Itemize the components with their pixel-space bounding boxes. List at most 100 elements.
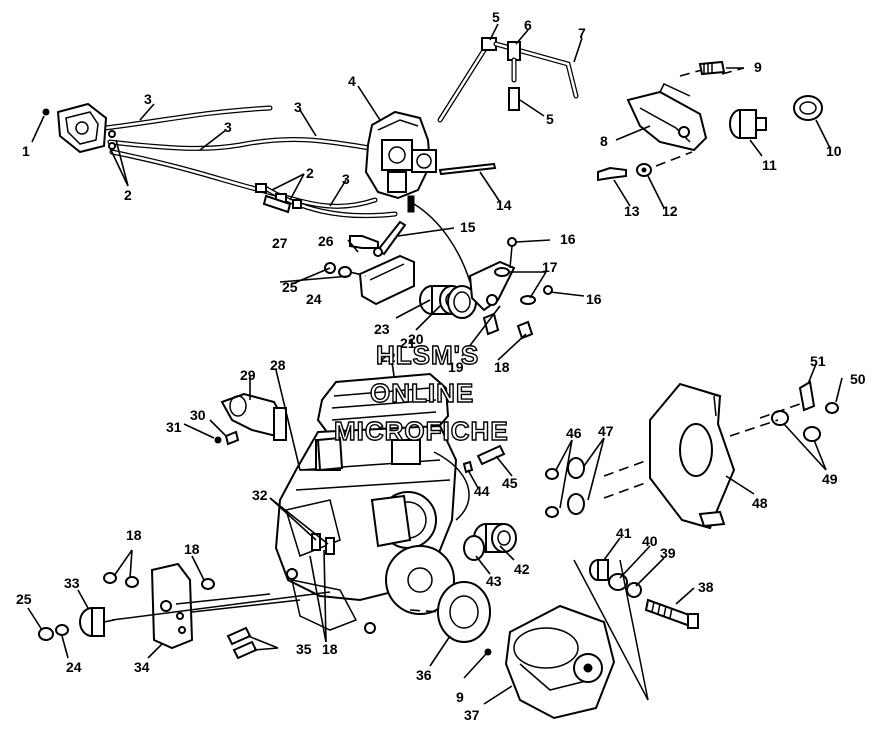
- mount-plate: [649, 382, 736, 530]
- callout-23: 23: [374, 321, 390, 337]
- callout-9: 9: [754, 59, 762, 75]
- callout-36: 36: [416, 667, 432, 683]
- callout-33: 33: [64, 575, 80, 591]
- hose-clamps: [255, 183, 302, 209]
- callout-18: 18: [322, 641, 338, 657]
- callout-18: 18: [184, 541, 200, 557]
- clutch-bolt: [589, 559, 699, 629]
- manifold-bolt: [214, 430, 240, 446]
- exhaust-manifold: [220, 392, 344, 472]
- callout-13: 13: [624, 203, 640, 219]
- watermark-line-3: MICROFICHE: [334, 416, 509, 446]
- callout-29: 29: [240, 367, 256, 383]
- intake-bolt: [349, 235, 379, 249]
- callout-16: 16: [586, 291, 602, 307]
- callout-49: 49: [822, 471, 838, 487]
- intake-clamp: [447, 285, 477, 319]
- callout-24: 24: [66, 659, 82, 675]
- callout-44: 44: [474, 483, 490, 499]
- pto-pin: [462, 444, 506, 474]
- callout-3: 3: [294, 99, 302, 115]
- callout-37: 37: [464, 707, 480, 723]
- callout-5: 5: [546, 111, 554, 127]
- watermark: HLSM'S ONLINE MICROFICHE: [333, 339, 509, 446]
- callout-46: 46: [566, 425, 582, 441]
- callout-40: 40: [642, 533, 658, 549]
- callout-20: 20: [408, 331, 424, 347]
- callout-24: 24: [306, 291, 322, 307]
- callout-18: 18: [126, 527, 142, 543]
- callout-30: 30: [190, 407, 206, 423]
- mount-bushing: [793, 95, 823, 121]
- carb-pin: [438, 162, 497, 176]
- callout-11: 11: [762, 157, 777, 173]
- callout-42: 42: [514, 561, 530, 577]
- watermark-line-2: ONLINE: [370, 378, 474, 408]
- drive-clutch: [504, 604, 616, 720]
- callout-39: 39: [660, 545, 676, 561]
- vent-tubes: [437, 37, 579, 123]
- motor-mounts: [545, 457, 585, 518]
- callout-3: 3: [342, 171, 350, 187]
- carburetor: [364, 110, 437, 213]
- callout-48: 48: [752, 495, 768, 511]
- bracket-bolt: [679, 60, 726, 77]
- callout-47: 47: [598, 423, 614, 439]
- small-screws: [494, 237, 553, 340]
- callout-16: 16: [560, 231, 576, 247]
- callout-28: 28: [270, 357, 286, 373]
- callout-32: 32: [252, 487, 268, 503]
- callout-2: 2: [124, 187, 132, 203]
- callout-17: 17: [542, 259, 558, 275]
- callout-6: 6: [524, 17, 532, 33]
- intake-nut-washer: [324, 262, 367, 278]
- callout-43: 43: [486, 573, 502, 589]
- callout-3: 3: [144, 91, 152, 107]
- callout-35: 35: [296, 641, 312, 657]
- front-bracket-bolts: [226, 626, 258, 660]
- callout-4: 4: [348, 73, 356, 89]
- front-engine-bracket: [150, 562, 194, 650]
- front-mount-hardware: [38, 572, 215, 641]
- callout-45: 45: [502, 475, 518, 491]
- callout-21: 21: [400, 335, 416, 351]
- callout-22: 22: [380, 349, 396, 365]
- intake-block: [358, 254, 415, 306]
- callout-1: 1: [22, 143, 30, 159]
- callout-27: 27: [272, 235, 288, 251]
- seal-plate: [437, 581, 492, 656]
- callout-34: 34: [134, 659, 150, 675]
- assembly-lines: [111, 67, 801, 701]
- hose-fitting: [262, 194, 292, 214]
- callout-31: 31: [166, 419, 182, 435]
- bracket-screw: [597, 166, 627, 182]
- callout-38: 38: [698, 579, 714, 595]
- rubber-mount: [729, 109, 767, 139]
- callout-51: 51: [810, 353, 826, 369]
- callout-9: 9: [456, 689, 464, 705]
- callout-15: 15: [460, 219, 476, 235]
- leader-lines: [27, 23, 843, 705]
- callout-26: 26: [318, 233, 334, 249]
- callout-5: 5: [492, 9, 500, 25]
- fuel-pump: [42, 102, 116, 154]
- callout-numbers: 1 2 2 3 3 3 3 4 5 5 6 7 8 9 9 10 11 12 1…: [16, 9, 866, 723]
- front-rubber-mount: [79, 607, 115, 637]
- callout-18: 18: [494, 359, 510, 375]
- callout-25: 25: [282, 279, 298, 295]
- watermark-line-1: HLSM'S: [376, 340, 479, 370]
- fuel-hoses: [102, 105, 398, 219]
- callout-8: 8: [600, 133, 608, 149]
- callout-25: 25: [16, 591, 32, 607]
- callout-19: 19: [448, 359, 464, 375]
- callout-50: 50: [850, 371, 866, 387]
- callout-7: 7: [578, 25, 586, 41]
- callout-12: 12: [662, 203, 678, 219]
- callout-3: 3: [224, 119, 232, 135]
- callout-14: 14: [496, 197, 512, 213]
- callout-2: 2: [306, 165, 314, 181]
- engine-block: [274, 372, 470, 634]
- pto-seal: [463, 523, 517, 561]
- callout-10: 10: [826, 143, 842, 159]
